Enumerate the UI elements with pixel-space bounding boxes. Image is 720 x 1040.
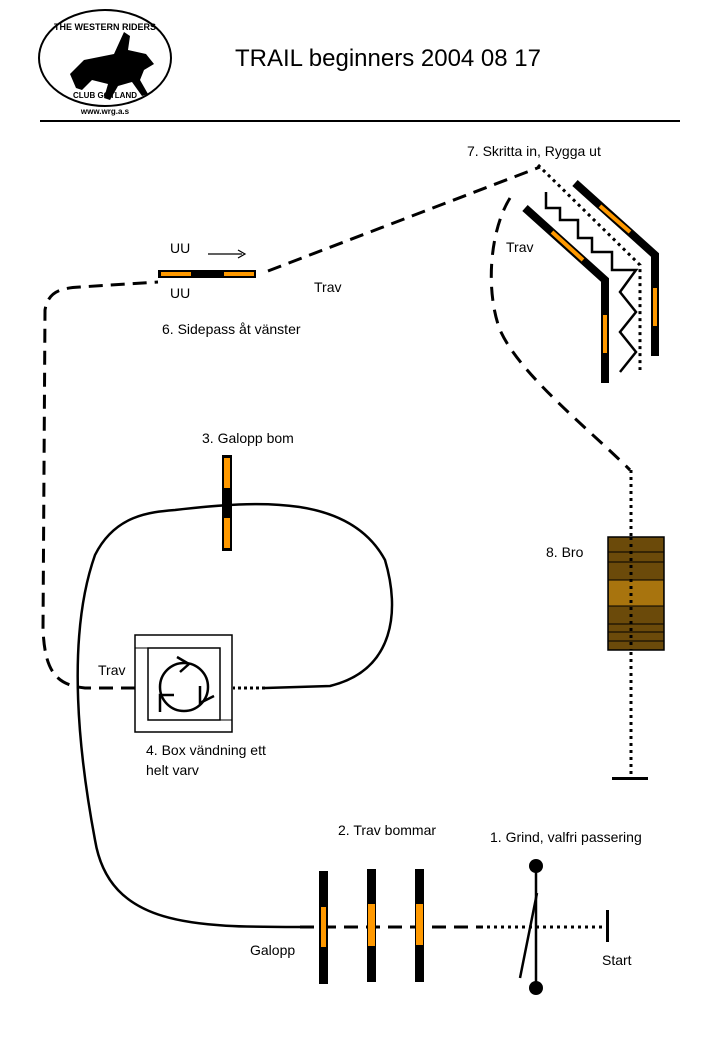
label-obstacle-1: 1. Grind, valfri passering <box>490 829 642 845</box>
header-divider <box>40 120 680 122</box>
backup-poles <box>522 180 659 383</box>
svg-text:THE WESTERN RIDERS: THE WESTERN RIDERS <box>54 22 156 32</box>
label-obstacle-4: 4. Box vändning ett <box>146 742 266 758</box>
turn-box <box>134 634 233 733</box>
label-obstacle-2: 2. Trav bommar <box>338 822 436 838</box>
sidepass-marker-top: UU <box>170 240 190 256</box>
page-title: TRAIL beginners 2004 08 17 <box>235 45 541 72</box>
gate <box>518 859 543 995</box>
finish-bar <box>612 777 648 780</box>
label-obstacle-4-cont: helt varv <box>146 762 199 778</box>
route-dotted <box>536 163 642 370</box>
label-obstacle-8: 8. Bro <box>546 544 584 560</box>
arrow-right-icon <box>208 249 247 259</box>
trav-route <box>41 280 159 690</box>
svg-text:www.wrg.a.s: www.wrg.a.s <box>80 107 130 116</box>
trot-poles <box>319 869 424 984</box>
label-start: Start <box>602 952 632 968</box>
label-obstacle-3: 3. Galopp bom <box>202 430 294 446</box>
trav-route <box>267 165 541 273</box>
label-trav: Trav <box>314 279 341 295</box>
galopp-pole <box>222 455 232 551</box>
label-galopp: Galopp <box>250 942 295 958</box>
label-obstacle-6: 6. Sidepass åt vänster <box>162 321 301 337</box>
svg-text:CLUB GOTLAND: CLUB GOTLAND <box>73 91 137 100</box>
label-obstacle-7: 7. Skritta in, Rygga ut <box>467 143 601 159</box>
sidepass-pole <box>158 270 256 278</box>
sidepass-marker-bottom: UU <box>170 285 190 301</box>
bridge <box>607 536 665 651</box>
galopp-route <box>76 502 394 929</box>
start-bar <box>606 910 609 942</box>
label-trav: Trav <box>98 662 125 678</box>
club-logo: THE WESTERN RIDERS CLUB GOTLAND www.wrg.… <box>38 9 172 116</box>
label-trav: Trav <box>506 239 533 255</box>
